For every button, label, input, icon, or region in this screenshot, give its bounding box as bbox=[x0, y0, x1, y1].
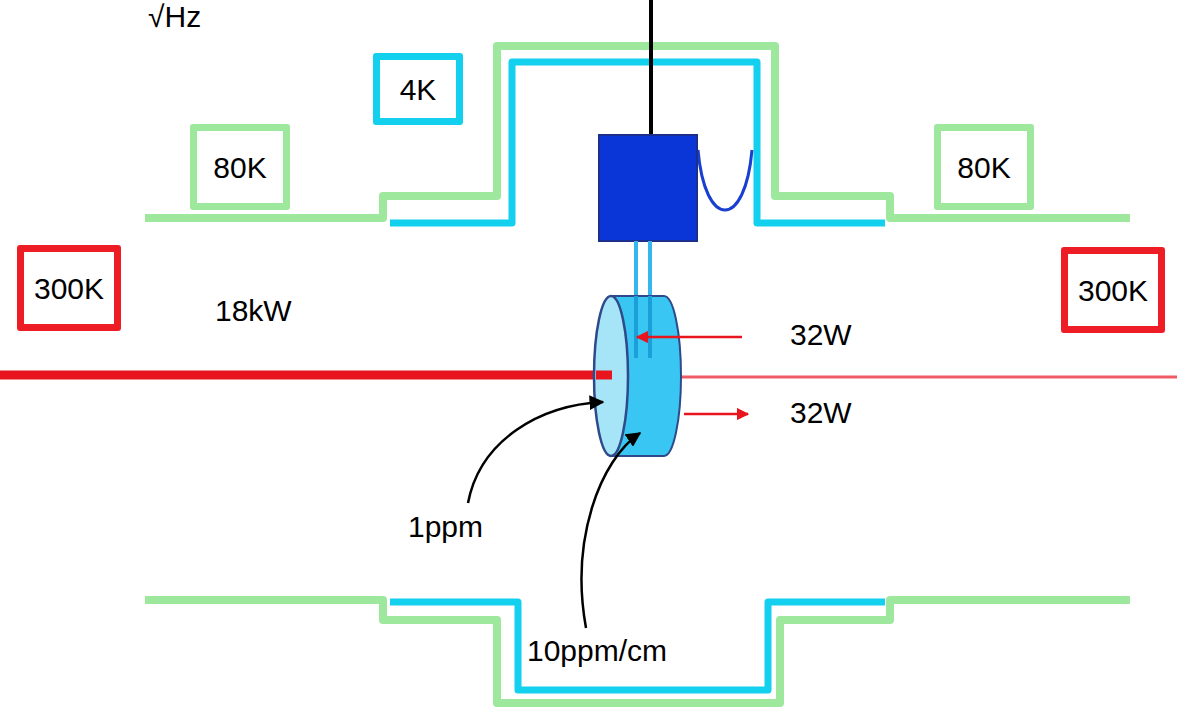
temperature-label: 80K bbox=[957, 151, 1010, 184]
temperature-label: 4K bbox=[400, 73, 437, 106]
transmitted-beam-glow bbox=[625, 372, 1177, 382]
power-arrow bbox=[637, 336, 742, 339]
transmitted-beam bbox=[625, 376, 1177, 379]
mirror-face bbox=[594, 296, 628, 456]
annotation: 32W bbox=[790, 318, 852, 353]
temperature-box: 300K bbox=[17, 245, 121, 331]
noise-unit: √Hz bbox=[148, 0, 201, 35]
temperature-box: 80K bbox=[934, 124, 1034, 210]
incident-beam-glow bbox=[0, 368, 612, 382]
sapphire-fiber bbox=[634, 296, 638, 358]
sapphire-fiber bbox=[634, 241, 638, 358]
shield-4k-lower bbox=[390, 602, 885, 690]
suspension-platform bbox=[599, 135, 697, 241]
sapphire-fiber bbox=[648, 296, 652, 358]
leader-line bbox=[582, 433, 640, 628]
temperature-label: 300K bbox=[34, 272, 104, 305]
temperature-box: 4K bbox=[373, 53, 463, 125]
power-arrow bbox=[684, 413, 748, 416]
annotation: 18kW bbox=[215, 294, 292, 329]
temperature-box: 80K bbox=[190, 124, 290, 210]
temperature-label: 80K bbox=[213, 151, 266, 184]
annotation: 1ppm bbox=[408, 510, 483, 545]
shield-80k-lower bbox=[145, 600, 1130, 703]
annotation: 10ppm/cm bbox=[527, 634, 667, 669]
heat-link bbox=[698, 150, 752, 210]
leader-line bbox=[468, 402, 603, 503]
suspension-wire bbox=[649, 0, 653, 136]
annotation: 32W bbox=[790, 396, 852, 431]
incident-beam-tip bbox=[596, 371, 612, 380]
temperature-label: 300K bbox=[1078, 274, 1148, 307]
temperature-box: 300K bbox=[1061, 247, 1165, 333]
incident-beam bbox=[0, 371, 612, 380]
sapphire-fiber bbox=[648, 241, 652, 358]
